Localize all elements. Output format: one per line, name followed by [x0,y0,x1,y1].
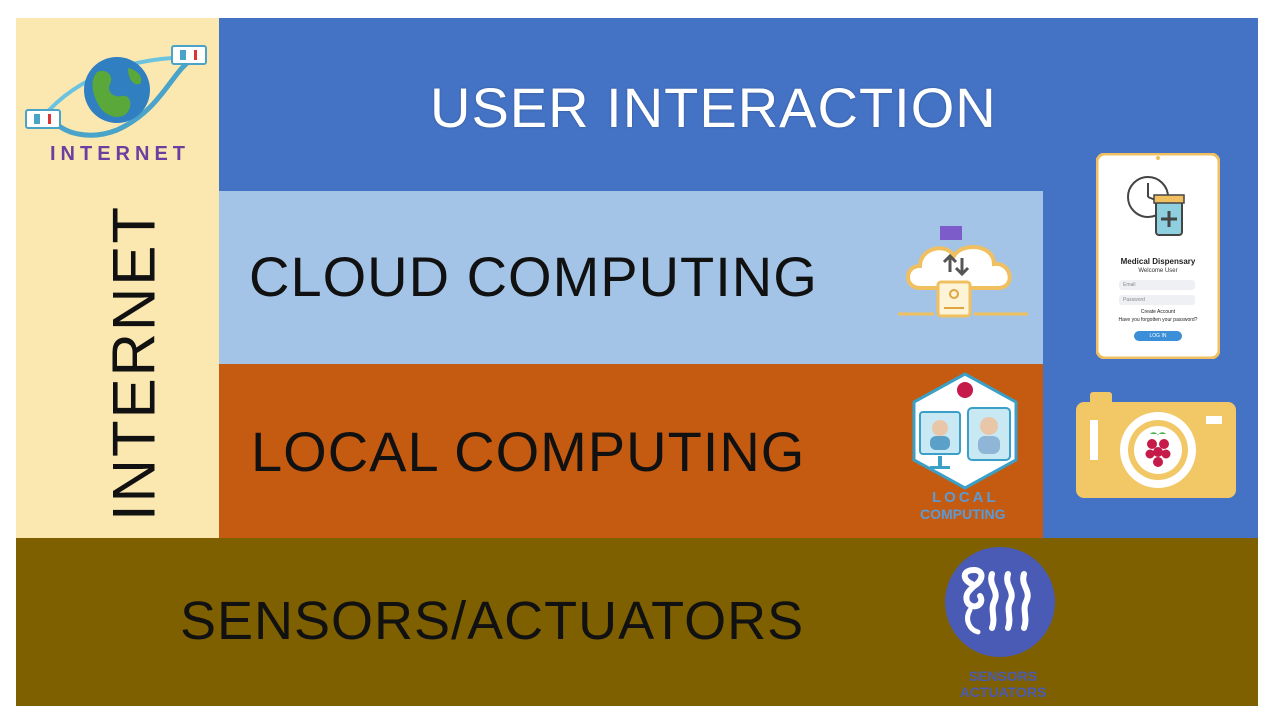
tablet-forgot-password: Have you forgotten your password? [1118,317,1198,323]
internet-logo-caption: INTERNET [50,143,190,165]
sensors-actuators-label: SENSORS/ACTUATORS [180,591,805,651]
sensors-caption-line2: ACTUATORS [959,684,1047,700]
sensors-icon [945,547,1055,657]
raspberry-pi-camera-icon [1076,392,1236,498]
user-interaction-label: USER INTERACTION [430,76,997,139]
local-computing-label: LOCAL COMPUTING [251,420,806,483]
cloud-computing-label: CLOUD COMPUTING [249,245,818,308]
cloud-server-icon [898,226,1028,318]
cloud-computing-layer: CLOUD COMPUTING [219,191,1043,364]
raspberry-pi-video-call-icon [912,372,1018,490]
tablet-password-field: Password [1119,295,1195,305]
local-badge-caption-line2: COMPUTING [920,506,1006,522]
internet-layer-label: INTERNET [100,205,168,521]
local-computing-layer: LOCAL COMPUTING [219,364,1043,538]
tablet-login-button: LOG IN [1134,331,1182,341]
local-badge-caption-line1: LOCAL [932,489,999,506]
medical-dispenser-tablet-icon [1096,153,1220,359]
tablet-app-title: Medical Dispensary [1120,257,1196,266]
tablet-email-field: Email [1119,280,1195,290]
tablet-app-subtitle: Welcome User [1138,268,1178,274]
sensors-actuators-layer: SENSORS/ACTUATORS [16,538,1258,706]
sensors-caption-line1: SENSORS [968,668,1038,684]
tablet-create-account: Create Account [1140,309,1176,315]
globe-with-ethernet-cable-icon [25,45,207,138]
